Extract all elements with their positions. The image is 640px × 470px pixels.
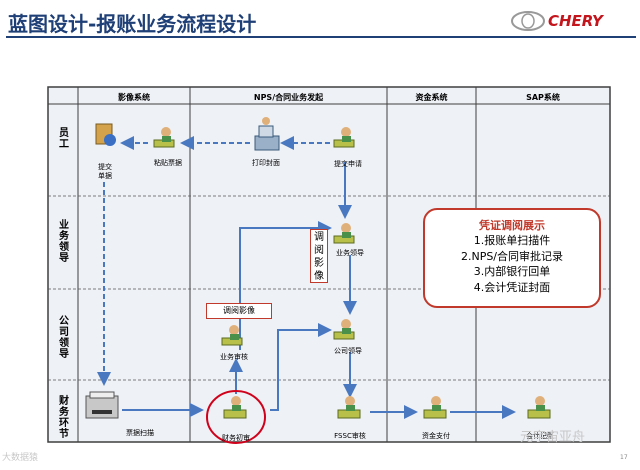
- chery-logo: [511, 11, 545, 31]
- title-rule: [6, 36, 636, 38]
- paste-bill-icon: [153, 127, 175, 148]
- page-number: 17: [620, 454, 628, 461]
- submit-doc-icon: [95, 123, 116, 146]
- row-header-biz-leader: 业务领导: [59, 220, 69, 264]
- callout-item: 4.会计凭证封面: [473, 280, 551, 294]
- view-image-tag-vertical: 调阅影像: [310, 229, 328, 283]
- accounting-entry-icon: [527, 396, 551, 419]
- column-header-sap-system: SAP系统: [526, 93, 560, 102]
- submit-apply-icon: [333, 127, 355, 148]
- view-image-tag-horizontal: 调阅影像: [206, 303, 272, 319]
- node-print-cover-label: 打印封面: [252, 159, 280, 167]
- biz-leader-icon: [333, 223, 355, 244]
- node-paste-bill-label: 粘贴票据: [154, 159, 182, 167]
- callout-item: 1.报账单扫描件: [473, 234, 551, 247]
- page-title: 蓝图设计-报账业务流程设计: [8, 12, 257, 36]
- highlight-ring: [206, 390, 266, 444]
- node-bill-scan-label: 票据扫描: [126, 429, 154, 437]
- voucher-view-callout: 凭证调阅展示 1.报账单扫描件 2.NPS/合同审批记录 3.内部银行回单 4.…: [423, 208, 601, 308]
- row-header-finance: 财务环节: [59, 396, 69, 440]
- node-fund-payment-label: 资金支付: [422, 432, 450, 440]
- column-header-image-system: 影像系统: [118, 93, 150, 102]
- footer-watermark-right: 元宇宙亚舟: [520, 430, 586, 445]
- footer-watermark-left: 大数据猿: [2, 453, 39, 463]
- finance-review-icon: [223, 396, 247, 419]
- node-biz-review-label: 业务审核: [220, 353, 248, 361]
- row-header-company-leader: 公司领导: [59, 316, 69, 360]
- fund-payment-icon: [423, 396, 447, 419]
- fssc-review-icon: [337, 396, 361, 419]
- chery-logo-text: CHERY: [548, 12, 603, 30]
- node-accounting-entry-label: 会计记账: [526, 432, 554, 440]
- print-cover-icon: [254, 117, 280, 151]
- company-leader-icon: [333, 319, 355, 340]
- callout-item: 2.NPS/合同审批记录: [460, 249, 564, 263]
- column-header-fund-system: 资金系统: [415, 93, 448, 102]
- scanner-icon: [85, 391, 119, 419]
- callout-title: 凭证调阅展示: [479, 219, 545, 232]
- node-biz-leader-label: 业务领导: [336, 249, 364, 257]
- column-header-nps: NPS/合同业务发起: [253, 93, 324, 102]
- node-finance-first-review-label: 财务初审: [222, 434, 250, 442]
- node-submit-apply-label: 提交申请: [334, 160, 362, 168]
- biz-review-icon: [221, 325, 243, 346]
- callout-item: 3.内部银行回单: [473, 265, 551, 278]
- node-fssc-review-label: FSSC审核: [334, 432, 366, 440]
- row-header-employee: 员工: [59, 128, 69, 150]
- node-submit-doc-label: 提交 单据: [98, 163, 112, 180]
- node-company-leader-label: 公司领导: [334, 347, 362, 355]
